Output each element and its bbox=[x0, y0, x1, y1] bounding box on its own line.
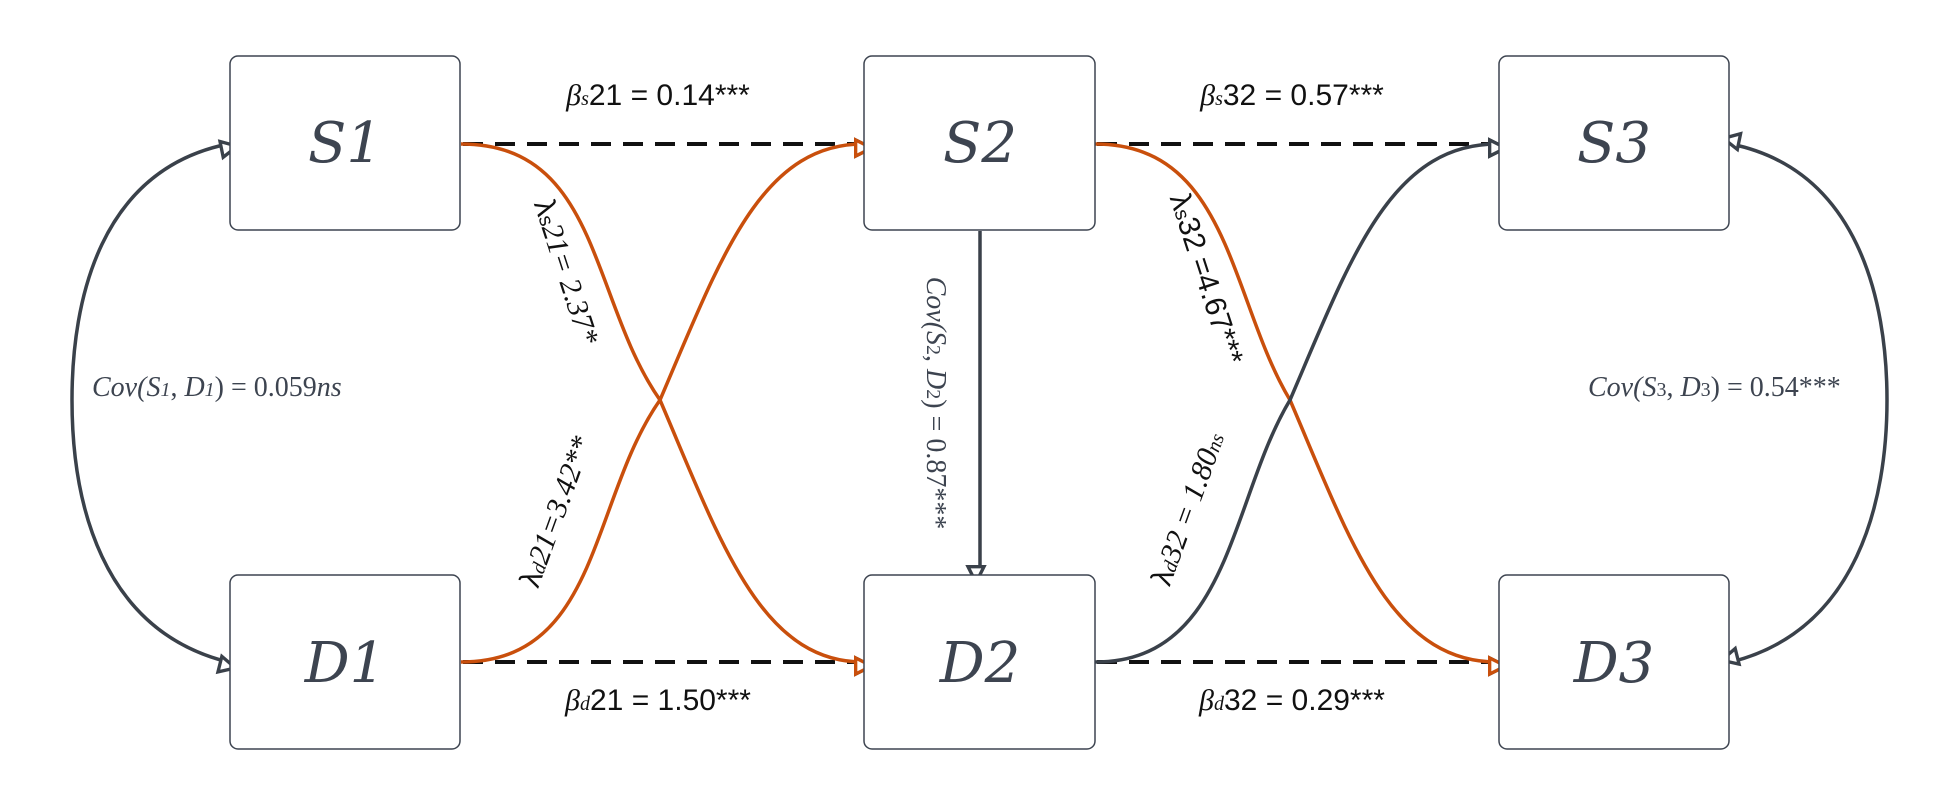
label-beta-d21: βd21 = 1.50*** bbox=[564, 684, 751, 717]
arrow-lambda-s32 bbox=[1094, 142, 1510, 677]
label-beta-s32: βs32 = 0.57*** bbox=[1199, 79, 1384, 112]
svg-text:S3: S3 bbox=[1577, 111, 1651, 176]
svg-text:D1: D1 bbox=[304, 631, 386, 696]
svg-text:S1: S1 bbox=[308, 111, 382, 176]
node-d2: D2 bbox=[863, 574, 1096, 750]
arrow-lambda-s21 bbox=[460, 142, 876, 677]
svg-text:D2: D2 bbox=[939, 631, 1021, 696]
node-d1: D1 bbox=[229, 574, 461, 750]
svg-text:D3: D3 bbox=[1573, 631, 1655, 696]
node-s2: S2 bbox=[863, 55, 1096, 231]
label-lambda-s21: λs21= 2.37* bbox=[527, 196, 605, 349]
covariance-arrow-s1-d1 bbox=[70, 139, 241, 675]
label-lambda-d32: λd32 = 1.80ns bbox=[1145, 427, 1231, 589]
node-s1: S1 bbox=[229, 55, 461, 231]
label-cov-s1-d1: Cov(S1, D1) = 0.059ns bbox=[92, 372, 342, 403]
label-cov-s3-d3: Cov(S3, D3) = 0.54*** bbox=[1588, 372, 1841, 403]
label-lambda-s32: λs32 =4.67*** bbox=[1163, 189, 1249, 368]
node-s3: S3 bbox=[1498, 55, 1730, 231]
node-d3: D3 bbox=[1498, 574, 1730, 750]
label-cov-s2-d2: Cov(S2, D2) = 0.87*** bbox=[920, 277, 951, 530]
arrow-lambda-d21 bbox=[460, 137, 876, 664]
label-beta-s21: βs21 = 0.14*** bbox=[565, 79, 750, 112]
covariance-arrow-s3-d3 bbox=[1718, 131, 1889, 667]
arrow-lambda-d32 bbox=[1094, 137, 1510, 664]
label-beta-d32: βd32 = 0.29*** bbox=[1198, 684, 1385, 717]
svg-text:S2: S2 bbox=[943, 111, 1017, 176]
